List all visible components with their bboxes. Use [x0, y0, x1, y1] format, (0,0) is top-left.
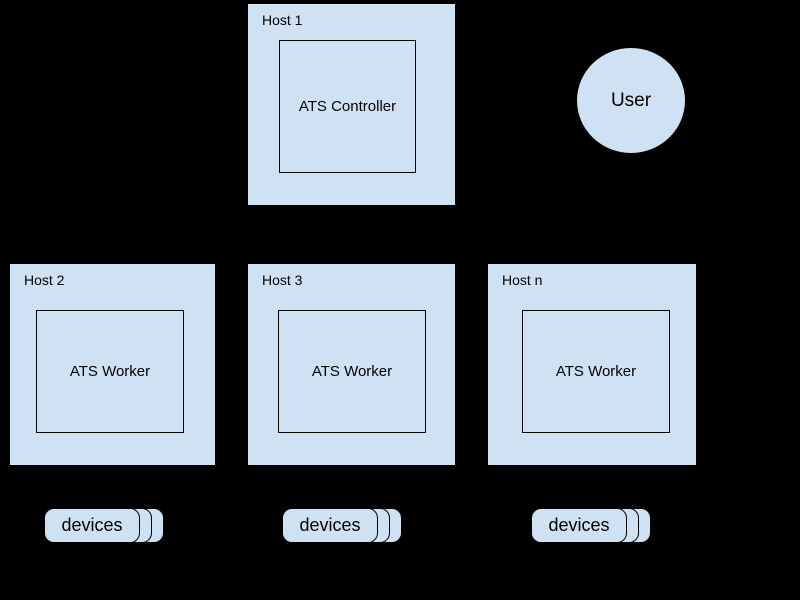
devices-label-3: devices — [548, 515, 610, 535]
devices-node-3: devices — [531, 508, 627, 543]
user-actor-label: User — [610, 89, 652, 111]
devices-label-1: devices — [61, 515, 123, 535]
ats-worker-2-label: ATS Worker — [311, 363, 393, 380]
ats-controller-label: ATS Controller — [298, 98, 397, 115]
ats-worker-3-label: ATS Worker — [555, 363, 637, 380]
host-n-label: Host n — [502, 272, 543, 288]
host-2-node: Host 2 ATS Worker — [10, 264, 215, 465]
host-n-node: Host n ATS Worker — [488, 264, 696, 465]
user-actor-node: User — [576, 47, 686, 154]
devices-node-1: devices — [44, 508, 140, 543]
host-3-label: Host 3 — [262, 272, 303, 288]
ats-controller-node: ATS Controller — [279, 40, 416, 173]
host-1-label: Host 1 — [262, 12, 303, 28]
ats-worker-2-node: ATS Worker — [278, 310, 426, 433]
ats-worker-3-node: ATS Worker — [522, 310, 670, 433]
devices-stack-2: devices — [282, 508, 404, 544]
host-1-node: Host 1 ATS Controller — [248, 4, 455, 205]
devices-node-2: devices — [282, 508, 378, 543]
host-3-node: Host 3 ATS Worker — [248, 264, 455, 465]
ats-worker-1-label: ATS Worker — [69, 363, 151, 380]
devices-stack-1: devices — [44, 508, 166, 544]
devices-stack-3: devices — [531, 508, 653, 544]
host-2-label: Host 2 — [24, 272, 65, 288]
ats-worker-1-node: ATS Worker — [36, 310, 184, 433]
devices-label-2: devices — [299, 515, 361, 535]
